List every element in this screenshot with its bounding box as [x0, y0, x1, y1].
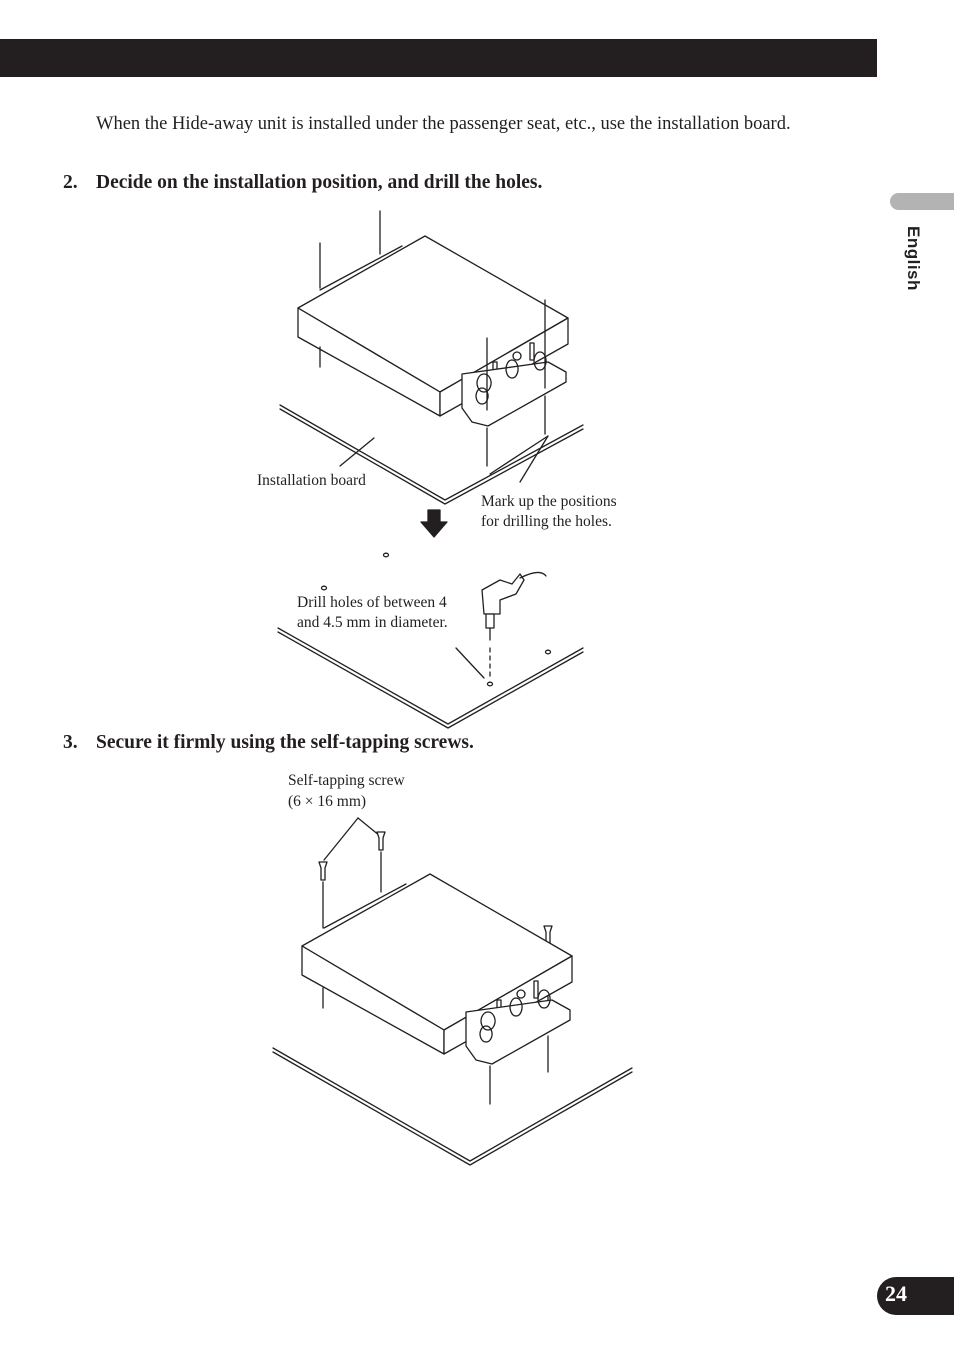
drill-icon: [481, 571, 547, 677]
installation-board-2: [272, 1047, 633, 1166]
drill-holes-caption-line2: and 4.5 mm in diameter.: [297, 614, 448, 631]
intro-paragraph: When the Hide-away unit is installed und…: [96, 114, 791, 134]
step-2-text: Decide on the installation position, and…: [96, 172, 543, 193]
header-bar: [0, 39, 877, 77]
step-3-heading: 3. Secure it firmly using the self-tappin…: [63, 732, 474, 754]
installation-board-caption: Installation board: [257, 472, 366, 489]
screw-caption-line1: Self-tapping screw: [288, 772, 405, 789]
step-2-number: 2.: [63, 172, 78, 193]
hideaway-unit-figure-2: [301, 817, 573, 1105]
screw-caption-line2: (6 × 16 mm): [288, 793, 367, 810]
page-number-badge: [877, 1277, 954, 1315]
step-3-text: Secure it firmly using the self-tapping …: [96, 732, 474, 753]
drilled-board: [277, 552, 584, 729]
screw-icon: [376, 831, 386, 851]
mark-positions-caption-line1: Mark up the positions: [481, 493, 617, 510]
arrow-down-icon: [420, 509, 448, 538]
drill-holes-caption-line1: Drill holes of between 4: [297, 594, 447, 611]
screw-icon: [318, 861, 328, 881]
mark-positions-caption-line2: for drilling the holes.: [481, 513, 612, 530]
step-2-heading: 2. Decide on the installation position, a…: [63, 172, 542, 194]
hideaway-unit-figure-1: [297, 210, 569, 467]
page-number: 24: [885, 1281, 907, 1306]
step-3-number: 3.: [63, 732, 78, 753]
language-tab-marker: [890, 193, 954, 210]
language-tab-label: English: [904, 226, 923, 291]
installation-board-1: [279, 404, 584, 505]
